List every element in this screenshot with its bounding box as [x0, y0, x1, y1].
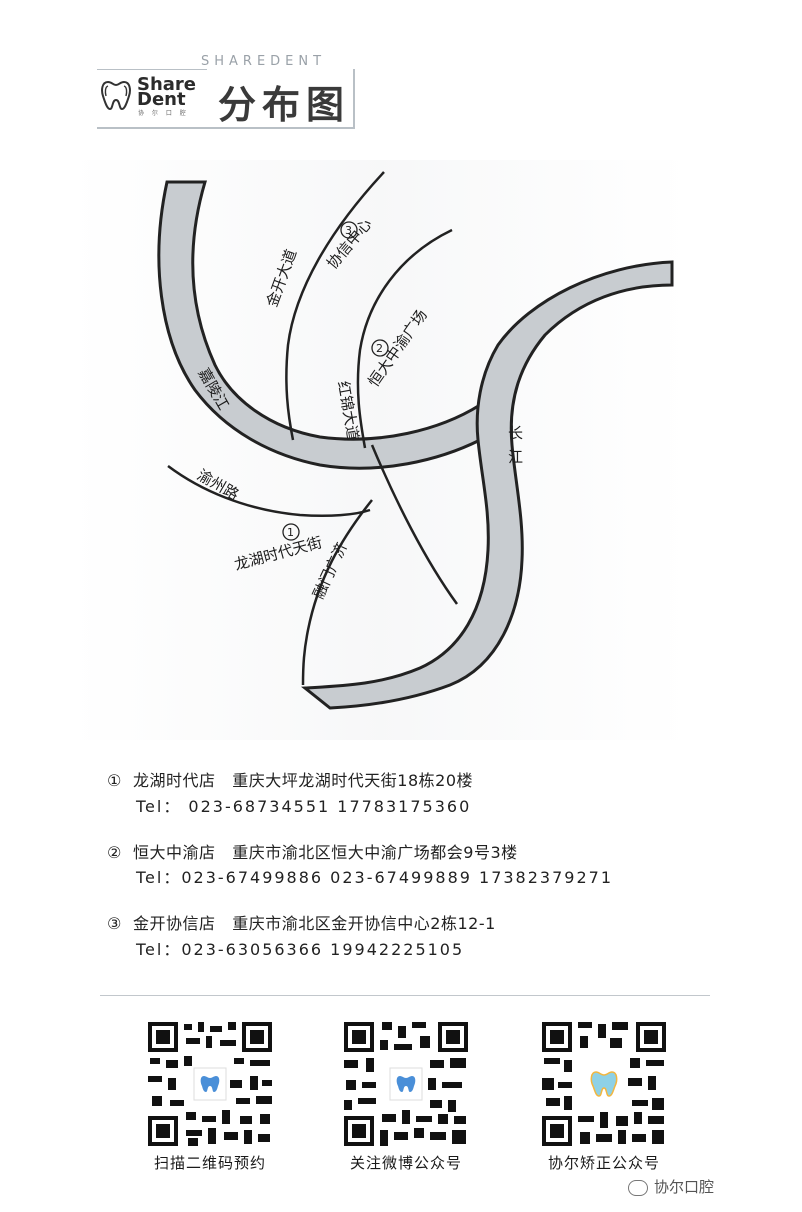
store-2-address: 重庆市渝北区恒大中渝广场都会9号3楼: [232, 843, 518, 862]
yuzhou-road: [167, 464, 371, 518]
store-3-tel: Tel：023-63056366 19942225105: [136, 940, 465, 959]
store-1-line: ① 龙湖时代店 重庆大坪龙湖时代天街18栋20楼: [107, 767, 473, 791]
cross-road: [370, 444, 459, 605]
store-2-line: ② 恒大中渝店 重庆市渝北区恒大中渝广场都会9号3楼: [107, 839, 518, 863]
qr-label-booking: 扫描二维码预约: [153, 1154, 266, 1172]
tooth-logo-icon: [101, 80, 131, 111]
store-1-name: 龙湖时代店: [133, 771, 216, 790]
qr-code-booking[interactable]: [146, 1020, 274, 1148]
label-changjiang-2: 江: [508, 448, 523, 466]
qr-label-orthodontics: 协尔矫正公众号: [547, 1154, 660, 1172]
wechat-watermark: 协尔口腔: [628, 1176, 714, 1197]
qr-code-orthodontics[interactable]: [540, 1020, 668, 1148]
wechat-icon: [628, 1179, 648, 1196]
lutong-road: [301, 499, 373, 686]
store-2-name: 恒大中渝店: [133, 843, 216, 862]
marker-3-ring: [340, 221, 358, 239]
marker-3-number: 3: [345, 224, 352, 237]
store-3-name: 金开协信店: [133, 914, 216, 933]
jinkai-road: [285, 171, 385, 441]
store-3-number: ③: [107, 914, 122, 933]
logo-line-share: Share: [137, 74, 197, 95]
store-3-address: 重庆市渝北区金开协信中心2栋12-1: [232, 914, 496, 933]
marker-1-number: 1: [287, 526, 294, 539]
header-frame: [97, 69, 355, 129]
store-1-address: 重庆大坪龙湖时代天街18栋20楼: [232, 771, 474, 790]
marker-2-ring: [371, 339, 389, 357]
store-2-tel: Tel：023-67499886 023-67499889 1738237927…: [136, 868, 613, 887]
hongjin-road: [356, 228, 453, 449]
wechat-account-name: 协尔口腔: [654, 1178, 715, 1196]
label-changjiang-1: 长: [508, 424, 523, 442]
logo-chinese: 协 尔 口 腔: [138, 110, 189, 117]
location-map: 嘉陵江 长 江 金开大道 3 协信中心 红锦大道 2 恒大中渝广场 渝州路 1 …: [70, 160, 690, 740]
page-title: 分布图: [218, 82, 351, 127]
store-1-tel: Tel： 023-68734551 17783175360: [136, 797, 472, 816]
yangtze-river: [301, 260, 674, 710]
brand-subtitle: SHAREDENT: [201, 54, 327, 69]
qr-label-weibo: 关注微博公众号: [349, 1154, 462, 1172]
store-1-number: ①: [107, 771, 122, 790]
marker-2-number: 2: [376, 342, 383, 355]
store-3-line: ③ 金开协信店 重庆市渝北区金开协信中心2栋12-1: [107, 910, 496, 934]
header-rule: [97, 69, 207, 70]
logo-text: Share Dent: [137, 74, 197, 110]
section-divider: [100, 995, 710, 996]
marker-1-ring: [282, 523, 300, 541]
qr-code-weibo[interactable]: [342, 1020, 470, 1148]
logo-line-dent: Dent: [137, 89, 186, 110]
store-2-number: ②: [107, 843, 122, 862]
